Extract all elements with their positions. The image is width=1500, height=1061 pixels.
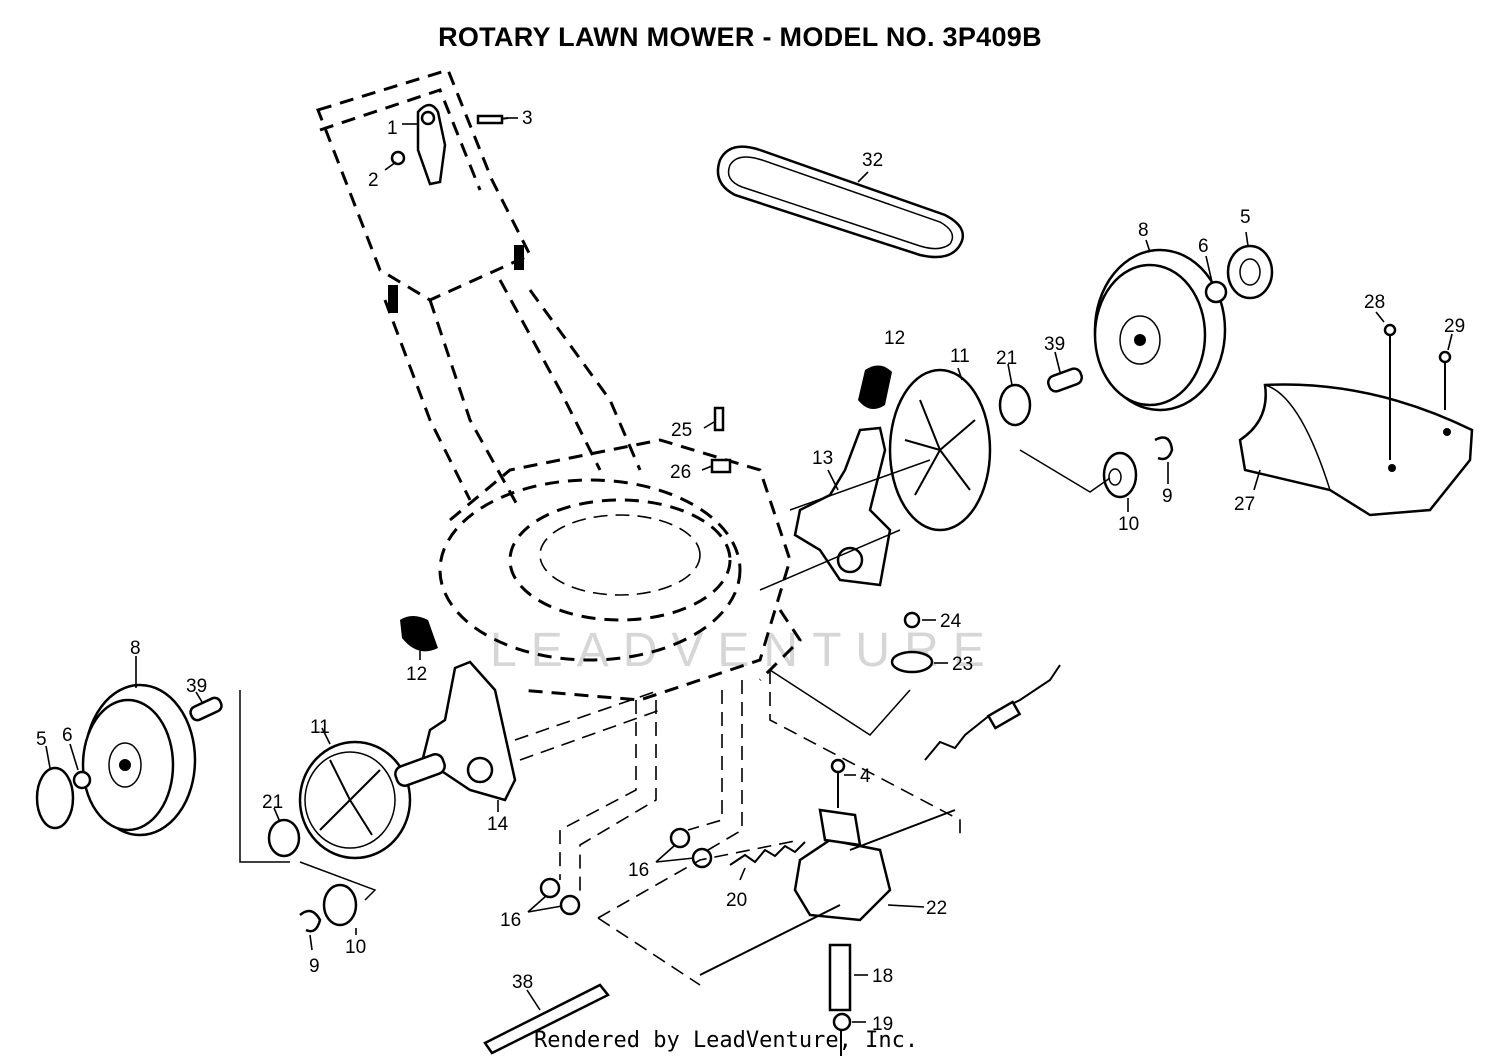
callout-6-right: 6 (1198, 236, 1209, 257)
callout-11-right: 11 (950, 346, 970, 367)
callout-16-lower: 16 (500, 910, 521, 931)
callout-10-left: 10 (345, 937, 366, 958)
callout-24: 24 (940, 611, 962, 632)
left-wheel-plate-part (239, 690, 412, 951)
callout-29: 29 (1444, 316, 1465, 337)
footer-divider (840, 1030, 842, 1056)
callout-21-right: 21 (996, 348, 1017, 369)
callout-23: 23 (952, 654, 973, 675)
callout-labels: 1 2 3 4 5 5 6 6 8 8 9 9 10 10 11 11 12 1… (36, 108, 1465, 1035)
callout-18: 18 (872, 966, 893, 987)
callout-27: 27 (1234, 494, 1255, 515)
left-wheel-part (35, 656, 223, 837)
callout-11-left: 11 (310, 717, 330, 738)
right-hubcap-part (1204, 231, 1274, 304)
axle-part (483, 983, 610, 1055)
rear-deflector-part (1238, 311, 1474, 517)
diagram-title: ROTARY LAWN MOWER - MODEL NO. 3P409B (438, 22, 1042, 52)
transmission-part (699, 611, 1061, 1032)
callout-26: 26 (670, 462, 691, 483)
callout-39-left: 39 (186, 676, 207, 697)
callout-13: 13 (812, 448, 833, 469)
callout-5-right: 5 (1240, 207, 1251, 228)
callout-2: 2 (368, 170, 379, 191)
callout-9-right: 9 (1162, 486, 1173, 507)
right-gear-part (1019, 436, 1174, 512)
deck-outline (438, 438, 802, 702)
callout-28: 28 (1364, 292, 1385, 313)
nut-part (527, 680, 801, 986)
callout-12-right: 12 (884, 328, 905, 349)
callout-39-right: 39 (1044, 334, 1065, 355)
left-bracket-part (394, 616, 661, 812)
callout-10-right: 10 (1118, 514, 1139, 535)
callout-21-left: 21 (262, 792, 283, 813)
callout-3: 3 (522, 108, 533, 129)
callout-25: 25 (671, 420, 692, 441)
belt-part (716, 145, 965, 259)
handle-bracket-part (384, 103, 518, 186)
callout-22: 22 (926, 898, 947, 919)
handle-outline (316, 68, 642, 511)
footer-credit: Rendered by LeadVenture, Inc. (534, 1028, 919, 1053)
callout-20: 20 (726, 890, 747, 911)
callout-14: 14 (487, 814, 509, 835)
callout-8-left: 8 (130, 638, 141, 659)
callout-19: 19 (872, 1014, 893, 1035)
right-bracket-part (759, 365, 931, 591)
clip-part (701, 406, 732, 474)
callout-38: 38 (512, 972, 533, 993)
callout-9-left: 9 (309, 956, 320, 977)
callout-32: 32 (862, 150, 883, 171)
right-wheel-part (1093, 239, 1227, 412)
right-wheel-plate-part (888, 351, 1083, 532)
callout-6-left: 6 (62, 725, 73, 746)
callout-4: 4 (860, 766, 871, 787)
callout-8-right: 8 (1138, 220, 1149, 241)
callout-5-left: 5 (36, 729, 47, 750)
callout-1: 1 (387, 118, 398, 139)
callout-16-upper: 16 (628, 860, 649, 881)
callout-12-left: 12 (406, 664, 427, 685)
